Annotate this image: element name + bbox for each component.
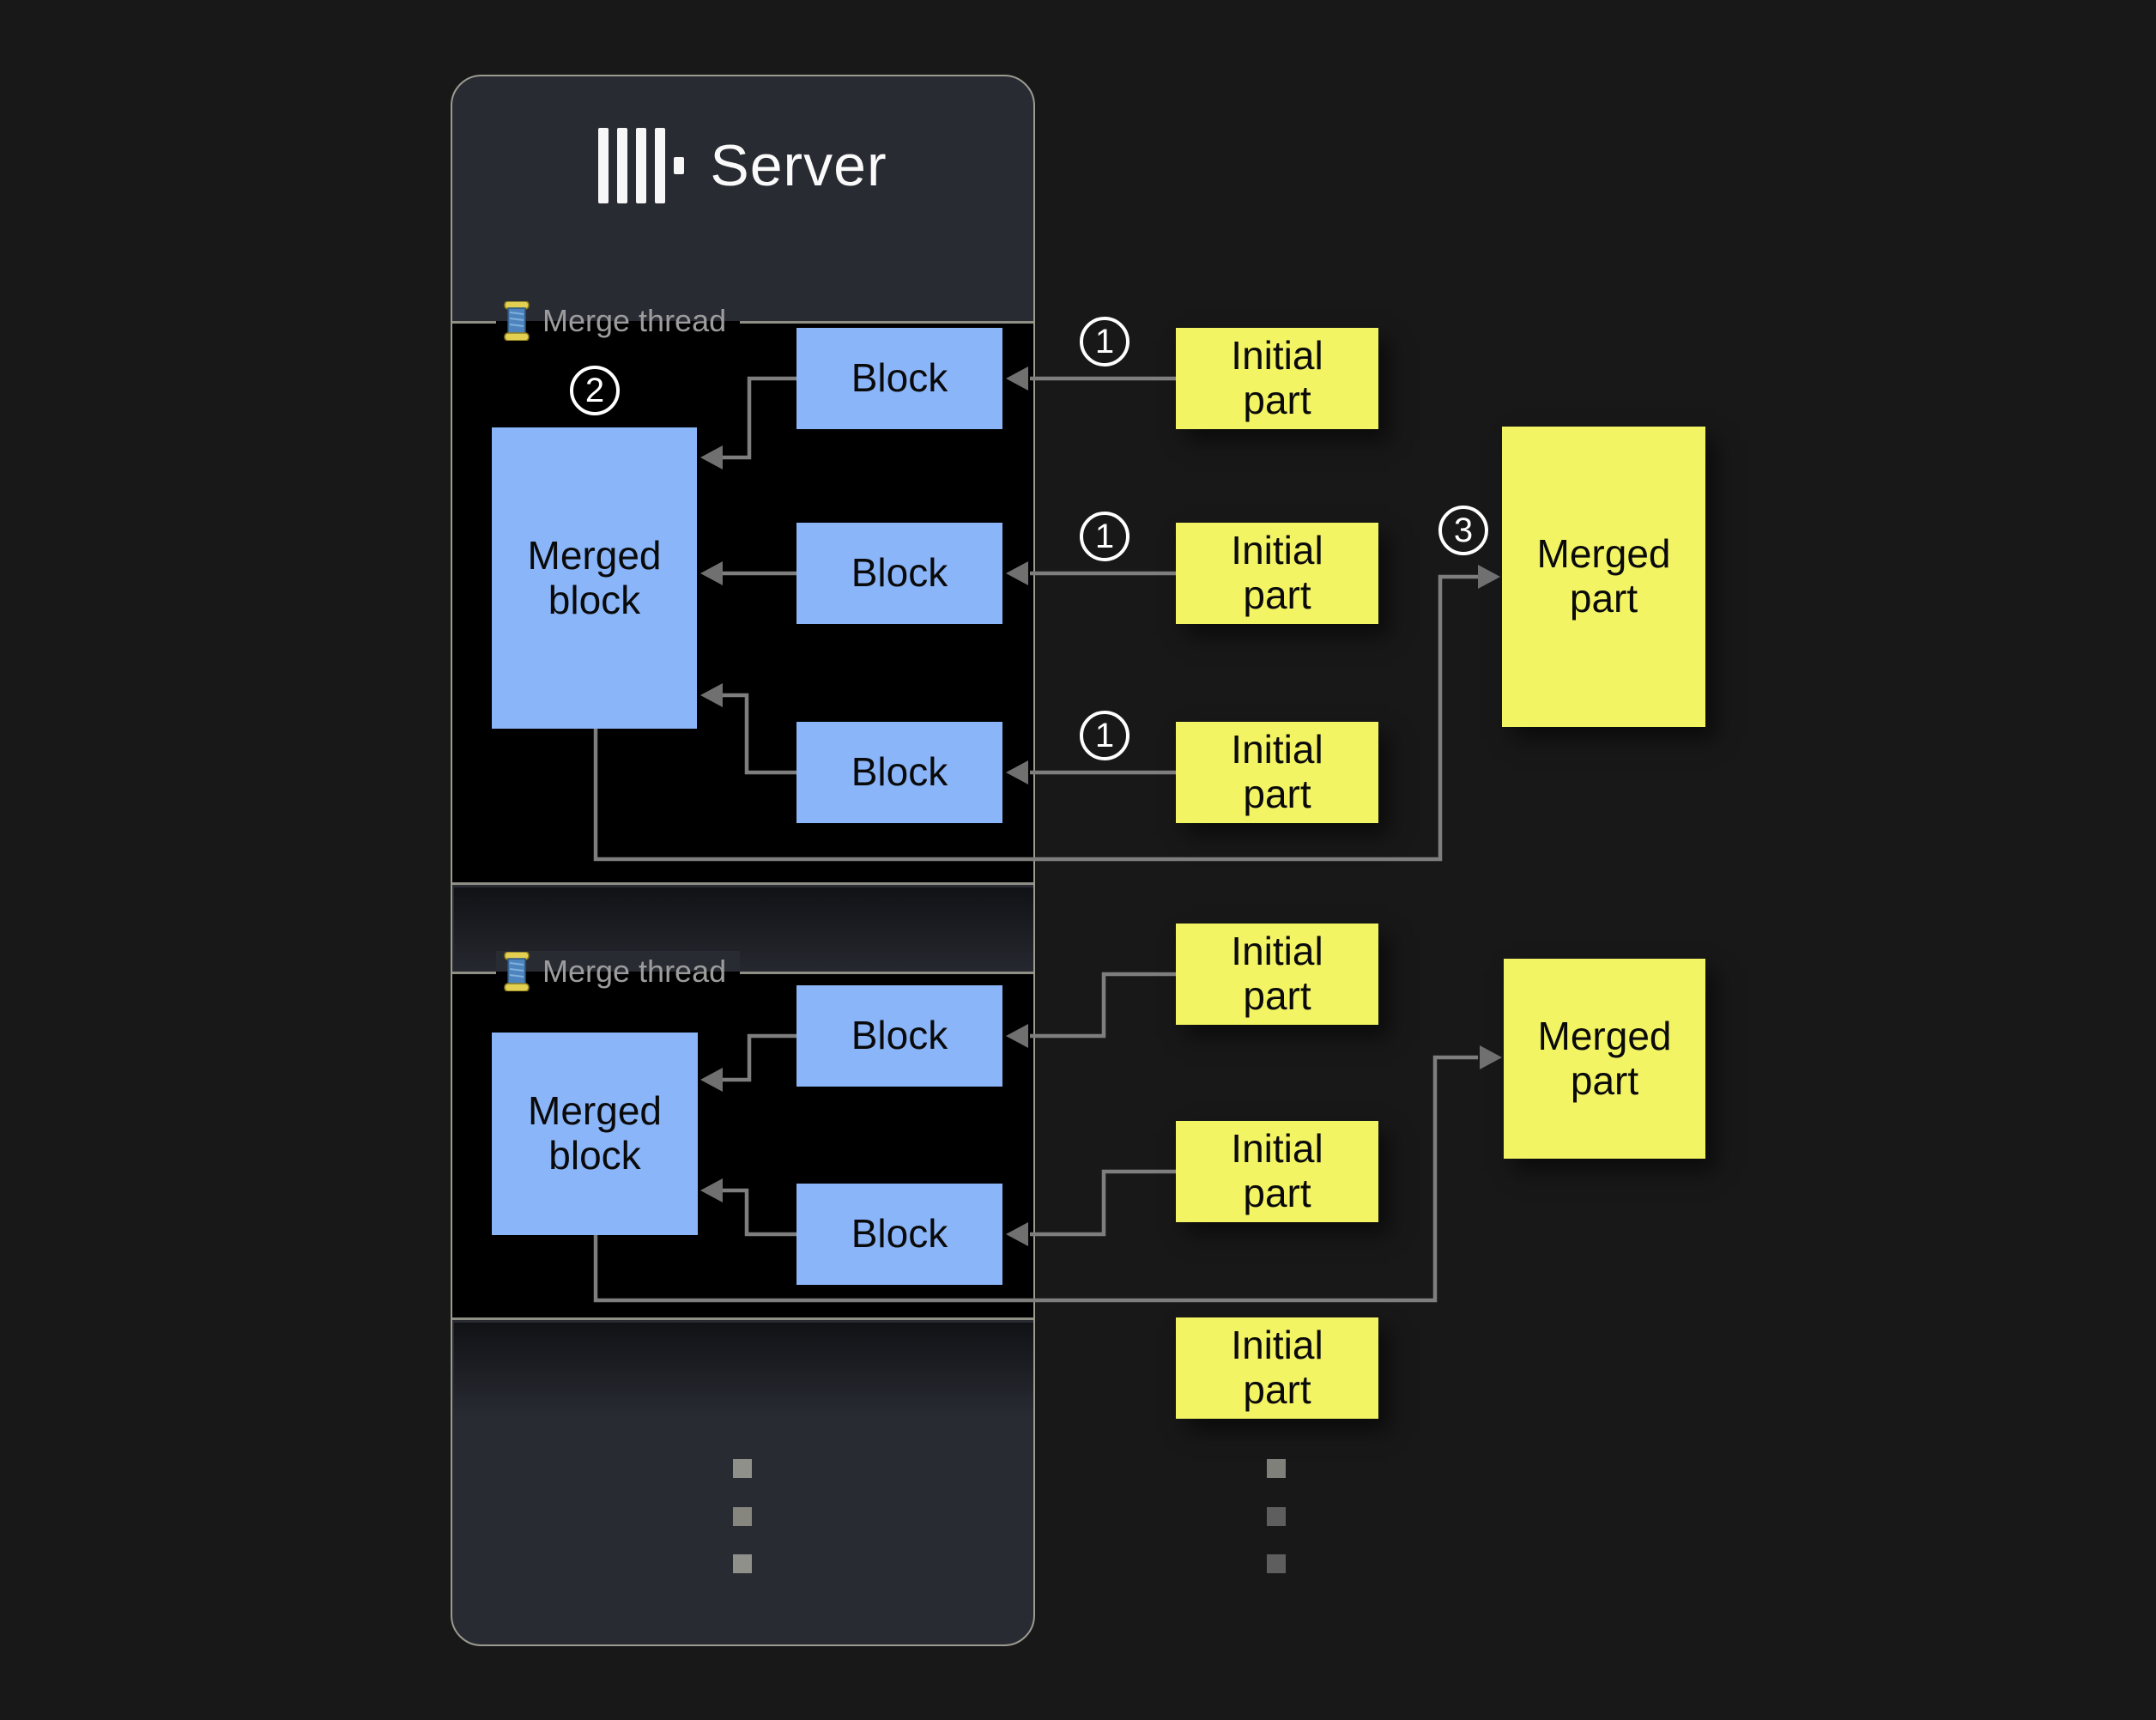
block-1-1-label: Block [851, 355, 948, 401]
step-badge-1-digit: 1 [1094, 716, 1115, 754]
step-badge-2-digit: 2 [584, 371, 605, 409]
merged-block-2: Merged block [492, 1033, 698, 1235]
ellipsis-dot [733, 1459, 752, 1478]
initial-part-1-2: Initial part [1176, 523, 1378, 624]
server-title: Server [710, 133, 887, 198]
initial-part-1-1: Initial part [1176, 328, 1378, 429]
initial-part-label: Initial part [1231, 528, 1323, 617]
initial-part-2-1: Initial part [1176, 924, 1378, 1025]
block-2-1: Block [796, 985, 1002, 1087]
step-badge-1-digit: 1 [1094, 322, 1115, 360]
step-badge-2: 2 [570, 366, 620, 415]
step-badge-1-digit: 1 [1094, 517, 1115, 555]
step-badge-3: 3 [1438, 506, 1488, 555]
block-2-1-label: Block [851, 1013, 948, 1058]
block-1-3: Block [796, 722, 1002, 823]
block-1-1: Block [796, 328, 1002, 429]
initial-part-1-3: Initial part [1176, 722, 1378, 823]
block-1-2-label: Block [851, 550, 948, 596]
block-1-2: Block [796, 523, 1002, 624]
initial-part-label: Initial part [1231, 1323, 1323, 1412]
merged-part-label: Merged part [1537, 1013, 1672, 1103]
block-1-3-label: Block [851, 749, 948, 795]
ellipsis-dot [733, 1507, 752, 1526]
merge-thread-legend-1: Merge thread [496, 300, 741, 342]
clickhouse-logo-icon [598, 127, 685, 204]
initial-part-2-2: Initial part [1176, 1121, 1378, 1222]
merge-thread-label: Merge thread [542, 303, 727, 338]
initial-part-label: Initial part [1231, 727, 1323, 816]
block-2-2-label: Block [851, 1211, 948, 1257]
thread-spool-icon [504, 301, 530, 341]
merge-thread-legend-2: Merge thread [496, 951, 741, 992]
merge-thread-label: Merge thread [542, 954, 727, 989]
thread-spool-icon [504, 952, 530, 991]
merged-block-1: Merged block [492, 427, 697, 729]
initial-part-label: Initial part [1231, 1126, 1323, 1215]
step-badge-3-digit: 3 [1453, 511, 1474, 549]
block-2-2: Block [796, 1184, 1002, 1285]
step-badge-1: 1 [1080, 711, 1129, 760]
merged-block-1-label: Merged block [527, 532, 662, 622]
initial-part-label: Initial part [1231, 929, 1323, 1018]
initial-part-label: Initial part [1231, 333, 1323, 422]
merged-part-2: Merged part [1504, 959, 1705, 1159]
step-badge-1: 1 [1080, 512, 1129, 561]
thread-shadow-2 [454, 1323, 1033, 1419]
ellipsis-dot [1267, 1554, 1286, 1573]
merged-part-1: Merged part [1502, 427, 1705, 727]
step-badge-1: 1 [1080, 317, 1129, 366]
ellipsis-dot [733, 1554, 752, 1573]
initial-part-2-3: Initial part [1176, 1317, 1378, 1419]
merged-part-label: Merged part [1536, 531, 1671, 621]
merged-block-2-label: Merged block [528, 1088, 662, 1178]
server-header: Server [452, 101, 1033, 230]
ellipsis-dot [1267, 1507, 1286, 1526]
ellipsis-dot [1267, 1459, 1286, 1478]
